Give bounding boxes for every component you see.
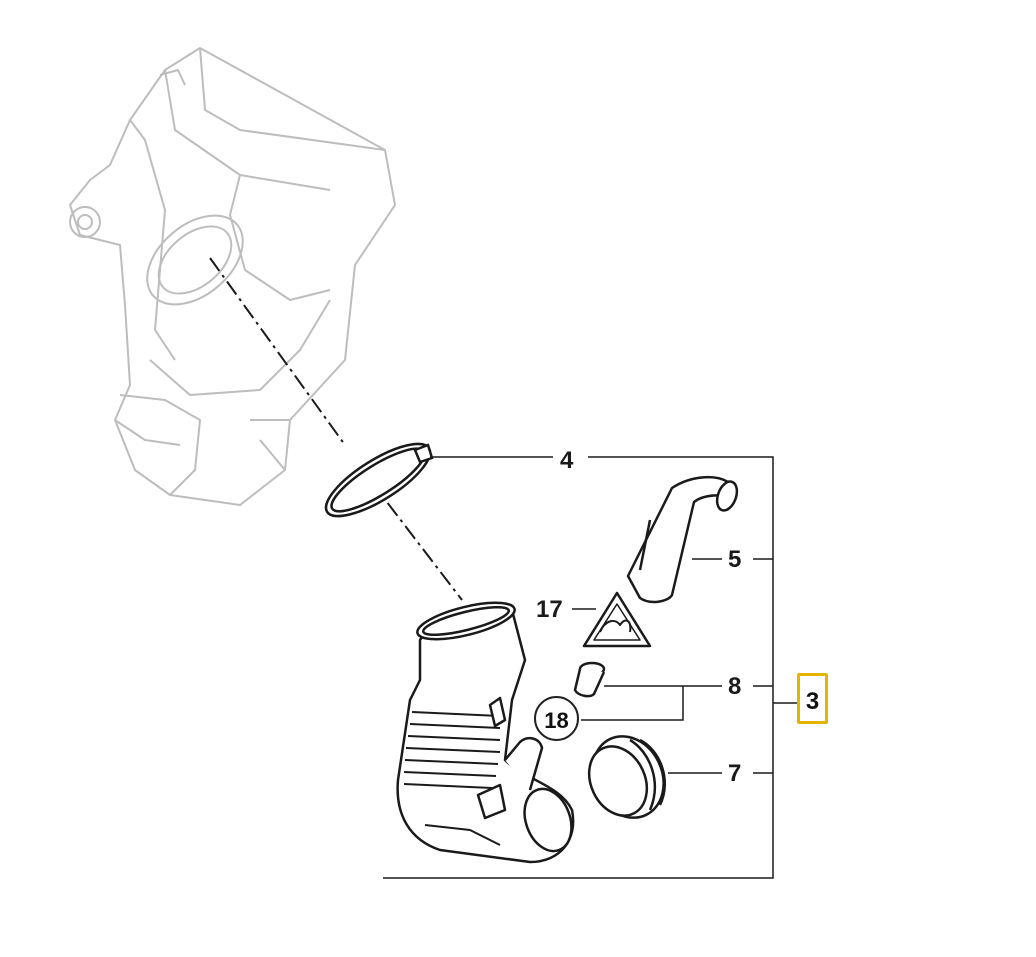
callout-part-4: 4 bbox=[560, 447, 574, 474]
highlighted-part-3[interactable]: 3 bbox=[797, 673, 828, 724]
callout-part-18: 18 bbox=[534, 696, 579, 741]
leader-lines bbox=[383, 456, 797, 879]
intake-duct bbox=[396, 601, 575, 864]
callout-part-7: 7 bbox=[728, 760, 742, 787]
assembly-axis-line bbox=[209, 257, 463, 601]
callout-part-18-text: 18 bbox=[544, 708, 569, 733]
small-plug bbox=[573, 661, 606, 698]
callout-part-5: 5 bbox=[728, 546, 742, 573]
callout-part-3: 3 bbox=[805, 688, 820, 715]
vent-hose bbox=[626, 475, 739, 604]
callout-part-17: 17 bbox=[536, 596, 563, 623]
hose-clamp bbox=[324, 442, 434, 518]
callout-part-8: 8 bbox=[728, 673, 742, 700]
gasket-ring bbox=[587, 735, 667, 819]
warning-label-icon bbox=[582, 591, 652, 648]
air-filter-housing bbox=[69, 47, 396, 506]
